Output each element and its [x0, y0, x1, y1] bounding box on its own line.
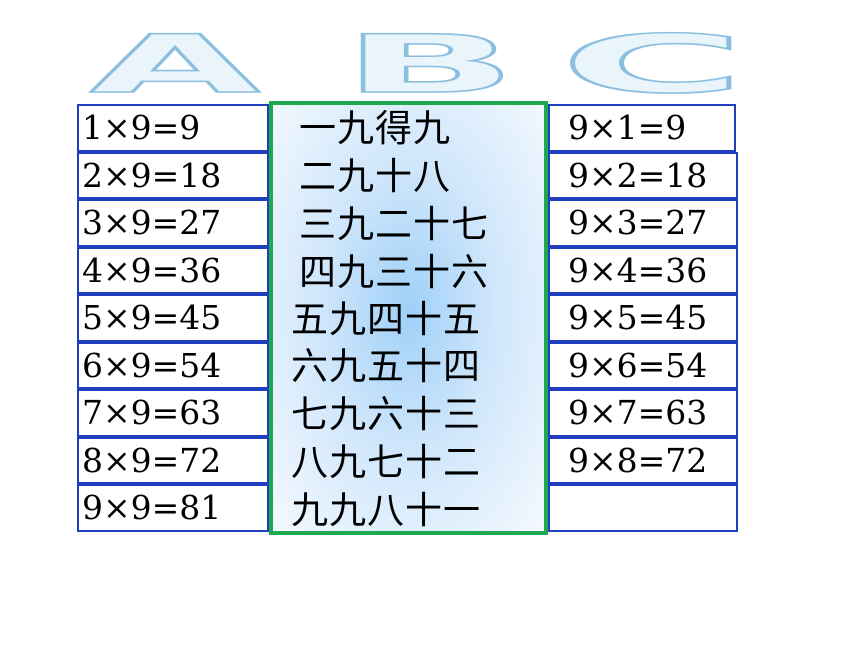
- chant-line: 五九四十五: [291, 298, 481, 341]
- chant-line: 四九三十六: [299, 251, 489, 294]
- wordart-letter-a: A: [90, 22, 260, 100]
- chant-line: 一九得九: [299, 107, 451, 150]
- left-equation-cell: 5×9=45: [77, 294, 269, 342]
- right-equation-cell: 9×4=36: [548, 246, 738, 294]
- left-equation-cell: 9×9=81: [77, 484, 269, 532]
- left-equation-cell: 8×9=72: [77, 436, 269, 484]
- left-equation-cell: 7×9=63: [77, 389, 269, 437]
- right-equation-cell: 9×8=72: [548, 436, 738, 484]
- wordart-letter-c: C: [560, 22, 745, 100]
- wordart-letter-b: B: [342, 22, 517, 100]
- chant-line: 六九五十四: [291, 345, 481, 388]
- chant-column-highlight: 一九得九 二九十八 三九二十七 四九三十六 五九四十五 六九五十四 七九六十三 …: [269, 101, 548, 535]
- left-equation-cell: 3×9=27: [77, 199, 269, 247]
- right-equation-cell: 9×3=27: [548, 199, 738, 247]
- right-equation-column: 9×1=9 9×2=18 9×3=27 9×4=36 9×5=45 9×6=54…: [548, 104, 738, 532]
- chant-line: 八九七十二: [291, 441, 481, 484]
- chant-line: 九九八十一: [291, 489, 481, 532]
- right-equation-cell-empty: [548, 484, 738, 532]
- right-equation-cell: 9×6=54: [548, 341, 738, 389]
- left-equation-cell: 2×9=18: [77, 151, 269, 199]
- wordart-title: A B C: [70, 22, 750, 100]
- left-equation-cell: 4×9=36: [77, 246, 269, 294]
- left-equation-column: 1×9=9 2×9=18 3×9=27 4×9=36 5×9=45 6×9=54…: [77, 104, 269, 532]
- left-equation-cell: 1×9=9: [77, 104, 269, 152]
- right-equation-cell: 9×5=45: [548, 294, 738, 342]
- wordart-svg: A B C: [89, 22, 746, 100]
- left-equation-cell: 6×9=54: [77, 341, 269, 389]
- chant-line: 七九六十三: [291, 393, 481, 436]
- chant-line: 三九二十七: [299, 203, 489, 246]
- right-equation-cell: 9×1=9: [548, 104, 736, 152]
- chant-line: 二九十八: [299, 155, 451, 198]
- right-equation-cell: 9×7=63: [548, 389, 738, 437]
- right-equation-cell: 9×2=18: [548, 151, 738, 199]
